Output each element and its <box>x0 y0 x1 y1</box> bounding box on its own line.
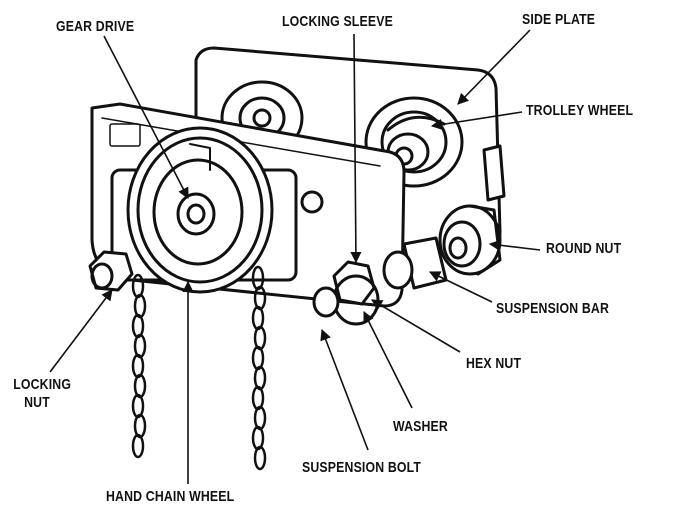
label-hex-nut: HEX NUT <box>466 355 522 372</box>
leader-trolley-wheel <box>430 111 523 130</box>
label-hand-chain-wheel: HAND CHAIN WHEEL <box>106 488 235 505</box>
leader-suspension-bar <box>428 271 493 303</box>
leader-suspension-bolt <box>320 328 369 451</box>
label-suspension-bar: SUSPENSION BAR <box>496 300 610 317</box>
label-side-plate: SIDE PLATE <box>522 11 596 28</box>
leader-side-plate <box>457 29 531 105</box>
label-suspension-bolt: SUSPENSION BOLT <box>302 459 422 476</box>
leader-locking-sleeve <box>350 33 362 264</box>
gear-drive-hub <box>176 192 216 236</box>
label-trolley-wheel: TROLLEY WHEEL <box>526 102 634 119</box>
hand-chain-left <box>131 273 147 459</box>
label-locking-nut-line1: LOCKING <box>13 376 72 393</box>
leader-hex-nut <box>371 299 461 353</box>
leader-round-nut <box>488 239 541 251</box>
label-round-nut: ROUND NUT <box>546 240 622 257</box>
label-locking-nut-line2: NUT <box>24 394 50 411</box>
leader-washer <box>363 310 413 409</box>
suspension-bolt-head <box>312 286 340 318</box>
label-locking-sleeve: LOCKING SLEEVE <box>282 13 393 30</box>
leader-gear-drive <box>103 35 189 199</box>
label-washer: WASHER <box>393 418 448 435</box>
plate-flange <box>482 144 506 202</box>
label-gear-drive: GEAR DRIVE <box>56 18 135 35</box>
hand-chain-right <box>251 265 267 471</box>
leader-locking-nut <box>49 289 113 373</box>
